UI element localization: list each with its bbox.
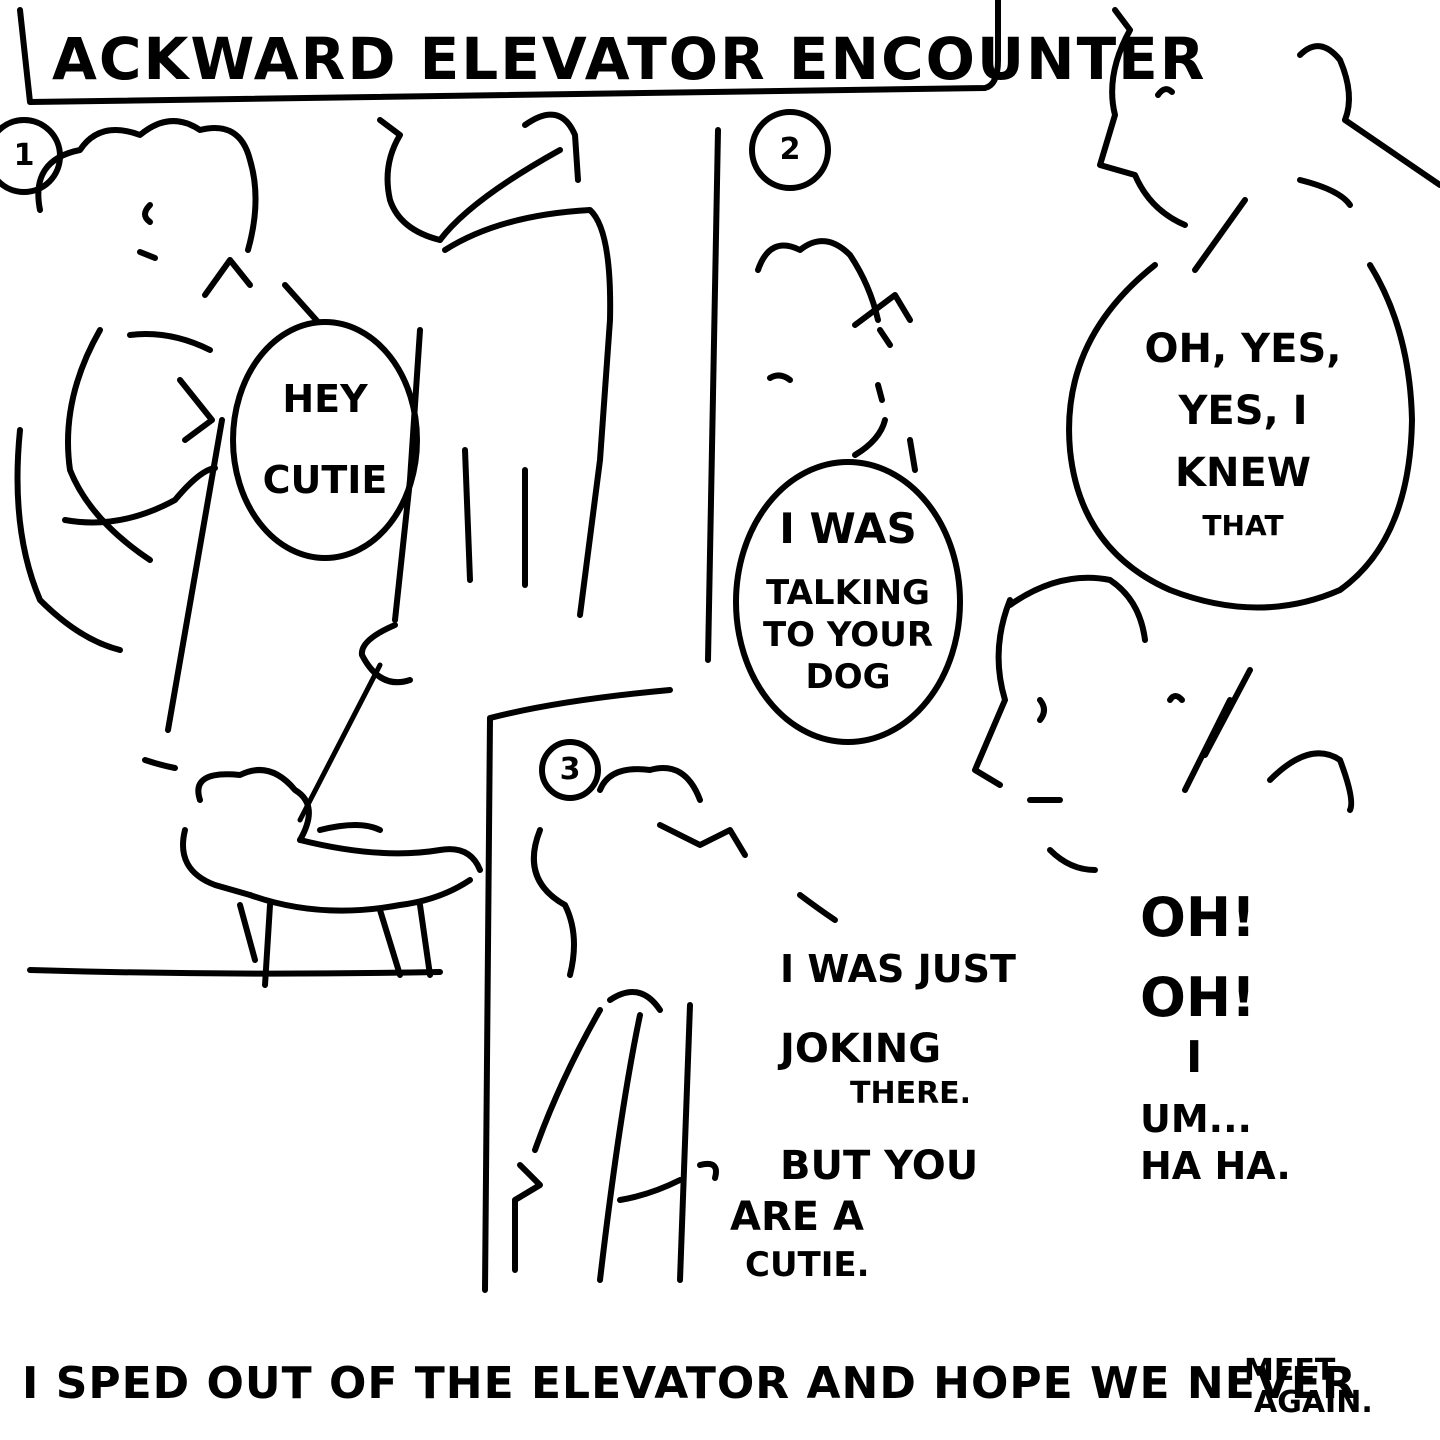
panel-2-bubble-line: TO YOUR	[762, 615, 934, 656]
caption-tail-line: AGAIN.	[1254, 1384, 1373, 1420]
panel-2-number: 2	[779, 132, 801, 167]
panel-3-reply-line: I	[1186, 1031, 1203, 1083]
panel-3-number: 3	[559, 752, 581, 787]
panel-1-speech-bubble	[230, 282, 420, 561]
panel-2-man-figure	[1097, 7, 1440, 273]
panel-3-number-circle	[539, 739, 601, 801]
panel-2-reply-line: YES, I	[1178, 388, 1308, 434]
panel-2-reply-text: OH, YES, YES, I KNEW THAT	[1108, 318, 1378, 547]
panel-2-speech-bubble	[733, 459, 963, 745]
panel-1-woman-figure	[14, 118, 259, 771]
caption-line: I SPED OUT OF THE ELEVATOR AND HOPE WE N…	[22, 1358, 1357, 1409]
panel-3-speech-line: CUTIE.	[745, 1244, 870, 1285]
panel-1-leash	[297, 662, 383, 823]
panel-1-number: 1	[13, 138, 35, 173]
panel-1-right-edge	[165, 417, 225, 733]
panel-2-reply-bubble	[1066, 262, 1415, 611]
panel-2-bubble-line: DOG	[805, 657, 891, 698]
panel-3-speech-line: ARE A	[730, 1194, 864, 1241]
panel-2-number-circle	[749, 109, 831, 191]
panel-3-speech-line: JOKING	[780, 1025, 942, 1072]
panel-3-reply-line: HA HA.	[1140, 1143, 1291, 1188]
panel-1-bubble-text: HEY CUTIE	[255, 378, 395, 501]
panel-1-man-figure	[358, 111, 614, 686]
panel-3-woman-figure	[512, 765, 838, 1283]
panel-2-bubble-line: I WAS	[779, 504, 917, 553]
caption-tail-line: MEET	[1244, 1353, 1336, 1388]
panel-3-reply-line: OH!	[1140, 965, 1256, 1029]
panel-3-reply-line: OH!	[1140, 886, 1256, 949]
panel-1-bubble-line: HEY	[282, 377, 368, 421]
title-banner-frame	[17, 0, 1001, 105]
panel-3-frame	[482, 687, 673, 1293]
panel-1-floor-line	[27, 967, 443, 977]
panel-2-owner-figure	[755, 238, 918, 473]
panel-2-bubble-line: TALKING	[766, 573, 930, 614]
panel-2-reply-line: THAT	[1202, 509, 1284, 542]
panel-2-bubble-text: I WAS TALKING TO YOUR DOG	[758, 505, 938, 696]
panel-3-speech-line: THERE.	[850, 1075, 972, 1111]
panel-2-left-edge	[705, 127, 721, 663]
panel-2-reply-line: KNEW	[1175, 450, 1311, 496]
panel-3-man-figure	[972, 574, 1355, 873]
panel-3-reply-text: OH! OH! I UM... HA HA.	[1140, 885, 1291, 1189]
panel-3-speech-text: I WAS JUST JOKING THERE. BUT YOU ARE A C…	[730, 945, 1016, 1287]
caption-tail: MEET AGAIN.	[1232, 1355, 1373, 1418]
panel-3-speech-line: BUT YOU	[780, 1143, 979, 1190]
comic-title: ACKWARD ELEVATOR ENCOUNTER	[52, 25, 1207, 93]
panel-2-reply-line: OH, YES,	[1144, 326, 1342, 372]
panel-1-dog	[180, 767, 483, 988]
panel-3-reply-line: UM...	[1140, 1097, 1252, 1142]
panel-1-bubble-line: CUTIE	[262, 457, 388, 502]
panel-3-speech-line: I WAS JUST	[780, 947, 1016, 991]
